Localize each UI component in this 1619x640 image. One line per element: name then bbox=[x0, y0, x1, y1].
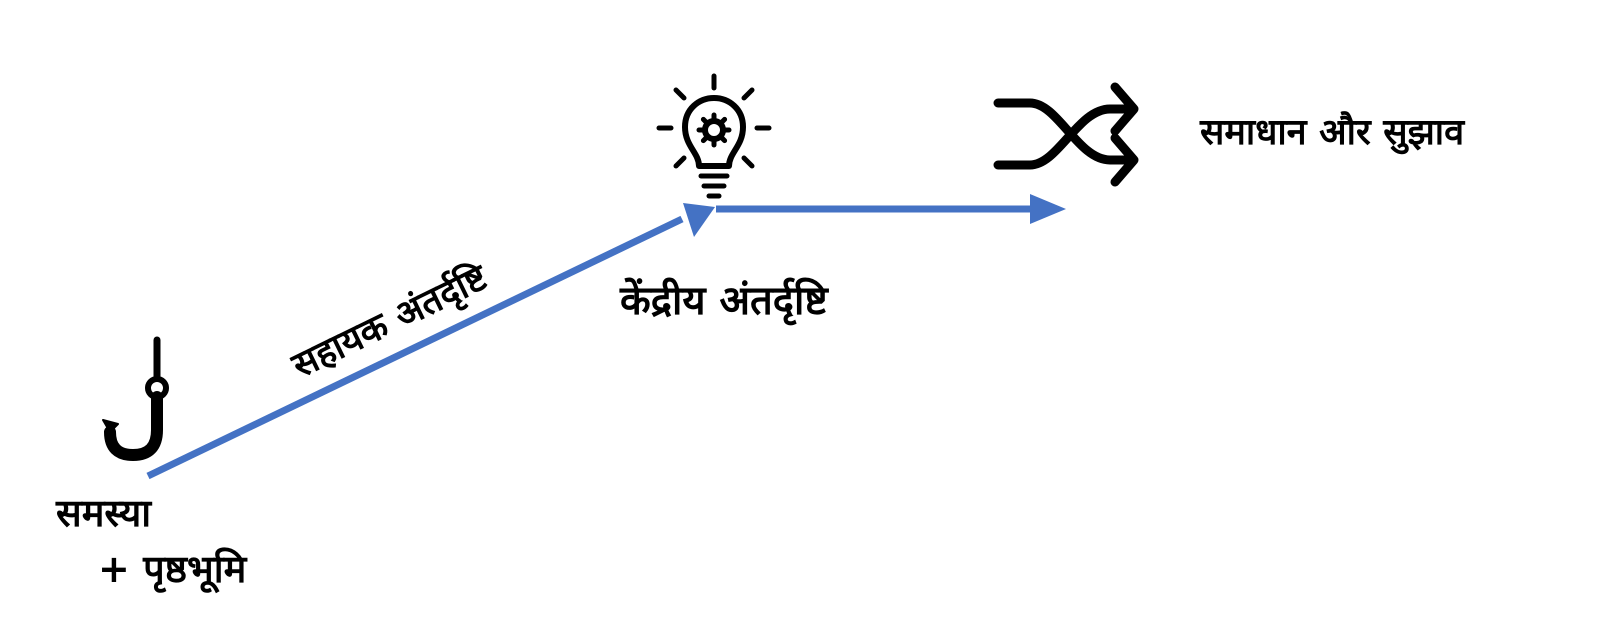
problem-label: समस्या bbox=[56, 491, 152, 535]
fish-hook-icon bbox=[102, 336, 169, 461]
solution-label: समाधान और सुझाव bbox=[1200, 112, 1465, 153]
central-insight-label: केंद्रीय अंतर्दृष्टि bbox=[620, 278, 828, 324]
central-insight-arrow bbox=[716, 194, 1066, 224]
shuffle-arrows-icon bbox=[993, 82, 1139, 187]
supporting-insight-arrow bbox=[146, 203, 715, 480]
background-label: + पृष्ठभूमि bbox=[98, 547, 247, 591]
lightbulb-gear-icon bbox=[656, 73, 772, 199]
